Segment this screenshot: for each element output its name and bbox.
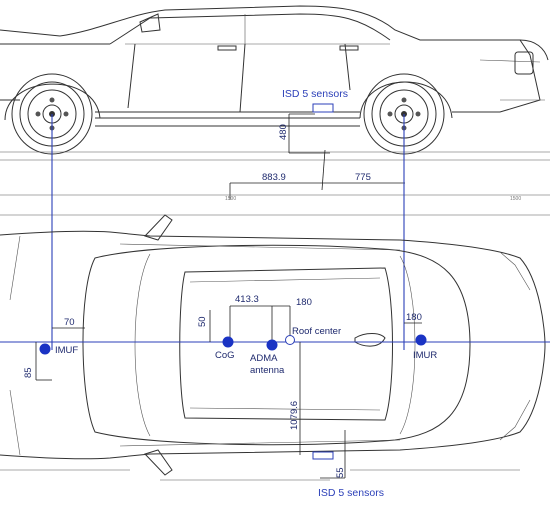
- dim-55-label: 55: [335, 467, 346, 478]
- dim-883-775: 883.9 775: [229, 149, 405, 200]
- adma-antenna-marker: [266, 339, 278, 351]
- dim-413-label: 413.3: [235, 294, 259, 305]
- dim-1079: 1079.6: [289, 342, 301, 455]
- car-side-view: [0, 5, 550, 161]
- dim-180-right: 180: [404, 312, 422, 324]
- imuf-marker: [39, 343, 51, 355]
- car-top-view: [0, 214, 546, 481]
- cog-label: CoG: [215, 350, 235, 361]
- ruler-right-label: 1500: [510, 196, 521, 202]
- dim-480: 480: [278, 113, 330, 154]
- dim-85: 85: [23, 342, 52, 381]
- dim-50: 50: [197, 310, 211, 342]
- cog-marker: [222, 336, 234, 348]
- isd-sensor-top-marker: [312, 103, 334, 113]
- dim-1079-label: 1079.6: [289, 401, 300, 430]
- ruler-left-label: 1500: [225, 196, 236, 202]
- dim-180b-label: 180: [406, 312, 422, 323]
- roof-center-label: Roof center: [292, 326, 341, 337]
- isd-top-label: ISD 5 sensors: [282, 88, 348, 100]
- dim-775-label: 775: [355, 172, 371, 183]
- dim-180a-label: 180: [296, 297, 312, 308]
- imur-marker: [415, 334, 427, 346]
- imuf-label: IMUF: [55, 345, 78, 356]
- adma-label-line2: antenna: [250, 365, 285, 376]
- isd-sensor-bottom-marker: [312, 451, 334, 460]
- imur-label: IMUR: [413, 350, 437, 361]
- dim-413-180: 413.3 180: [229, 294, 312, 342]
- dim-70: 70: [52, 317, 85, 329]
- dim-50-label: 50: [197, 316, 208, 327]
- dim-480-label: 480: [278, 124, 289, 140]
- dim-85-label: 85: [23, 367, 34, 378]
- dim-55: 55: [320, 430, 346, 479]
- dim-883-label: 883.9: [262, 172, 286, 183]
- isd-bottom-label: ISD 5 sensors: [318, 487, 384, 499]
- adma-label-line1: ADMA: [250, 353, 278, 364]
- dim-70-label: 70: [64, 317, 75, 328]
- scale-ruler: 1500 1500: [0, 194, 550, 216]
- roof-center-marker: [285, 335, 295, 345]
